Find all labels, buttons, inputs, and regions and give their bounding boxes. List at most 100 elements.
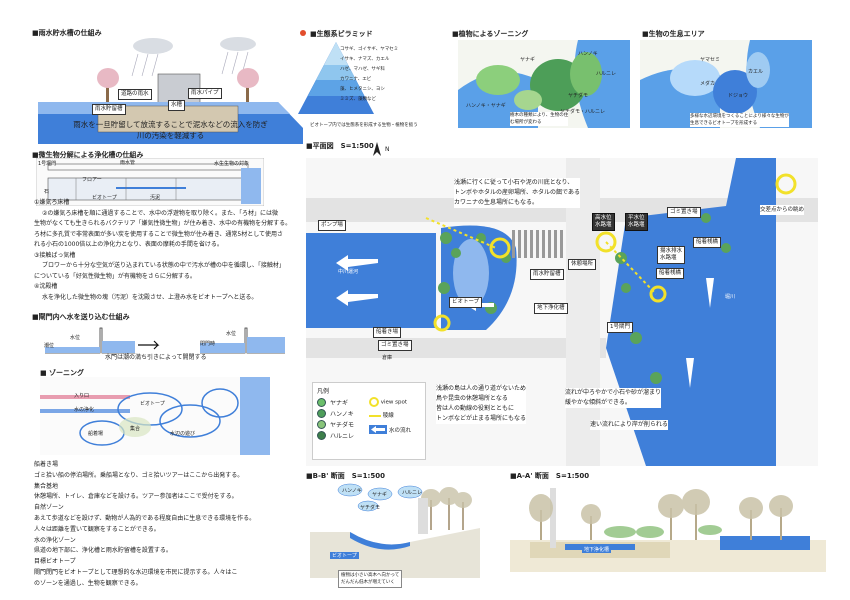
- plan-label-logate: 平水位 水路堰: [625, 213, 648, 231]
- callout-stream: 流れが中ろやかで小石や砂が溜まり 緩やかな傾斜ができる。: [565, 388, 662, 408]
- aa-label-underground: 地下浄化槽: [582, 546, 612, 553]
- tree-icon: [317, 398, 326, 407]
- zone-label-play: 水辺の遊び: [170, 431, 196, 437]
- gate-title: ■閘門内へ水を送り込む仕組み: [32, 313, 130, 321]
- plan-label-pier3: 船着桟橋: [656, 268, 685, 279]
- plan-map: [306, 158, 818, 466]
- callout-fast: 速い流れにより岸が削られる: [590, 420, 668, 430]
- tree-icon: [97, 68, 119, 106]
- habitat-label-medaka: メダカ: [700, 81, 716, 87]
- zoning-description: 船着き場 ゴミ拾い船の停泊場所。乗船場となり、ゴミ拾いツアーはここから出発する。…: [34, 461, 256, 587]
- micro-label-target: 水生生物の対象: [214, 161, 250, 167]
- micro-label-blower: フロアー: [82, 177, 102, 183]
- tree-icon: [317, 431, 326, 440]
- plan-title: ■平面図 S=1:500: [306, 142, 374, 150]
- legend-item: ハンノキ: [317, 408, 421, 419]
- habitat-label-yamasemi: ヤマセミ: [700, 57, 721, 63]
- callout-view: 交差点からの眺め: [760, 205, 805, 215]
- micro-label-pipe: 雨水管: [120, 160, 136, 166]
- zone-label-pier: 船着場: [88, 431, 104, 437]
- veg-label-yachidamo: ヤチダモ: [568, 93, 589, 99]
- plan-label-pump: ポンプ場: [318, 220, 346, 231]
- rain-cloud-icon: [133, 37, 256, 54]
- habitat-caption: 多様な水辺環境をつくることにより様々な生物が 生息できるビオトープを形成する: [690, 113, 789, 127]
- micro-illustration: [36, 158, 264, 206]
- zoning-title: ■ ゾーニング: [40, 369, 85, 377]
- plan-legend: 凡例 ヤナギ ハンノキ ヤチダモ ハルニレ view spot 稜線 水の流れ: [312, 382, 426, 460]
- tree-icon: [237, 68, 259, 106]
- zone-label-entrance: 入り口: [74, 393, 90, 399]
- zone-label-purify: 水の浄化: [74, 407, 95, 413]
- veg-label-hannoki: ハンノキ: [578, 51, 598, 57]
- plan-label-nakagawa: 中川運河: [338, 269, 359, 275]
- plan-label-raintank: 雨水貯留槽: [530, 269, 564, 280]
- gate-illustration: [40, 323, 290, 361]
- legend-item: ヤナギ: [317, 397, 421, 408]
- section-aa-title: ■A-A' 断面 S=1:500: [510, 472, 590, 480]
- tree-icon: [317, 409, 326, 418]
- plan-label-flush: 揚水排水 水路堰: [657, 246, 686, 264]
- rain-tank-title: ■雨水貯水槽の仕組み: [32, 29, 102, 37]
- micro-label-biotope: ビオトープ: [92, 195, 117, 201]
- pyramid-title: ■生態系ピラミッド: [310, 30, 373, 38]
- rain-label-tank: 雨水貯留槽: [92, 104, 126, 115]
- bb-caption: 植物は小さい高木へ向かって だんだん低木が増えていく: [338, 570, 403, 588]
- rain-label-water: 水槽: [168, 100, 186, 111]
- plan-label-pier: 船着き場: [373, 327, 402, 338]
- rain-label-road: 道路の雨水: [118, 89, 152, 100]
- gate-label-closed: 閉門時: [200, 341, 216, 347]
- bb-label-yanagi: ヤナギ: [372, 492, 388, 498]
- pyramid-rows: コサギ、ゴイサギ、ヤマセミ イサキ、ナマズ、カエル ハゼ、マハゼ、サギ科 カワニ…: [340, 47, 399, 102]
- veg-label-harunire: ハルニレ: [596, 71, 617, 77]
- flow-arrow-icon: [369, 425, 387, 434]
- legend-item: ヤチダモ: [317, 419, 421, 430]
- dashed-line-icon: [369, 414, 381, 417]
- bb-label-biotope: ビオトープ: [330, 552, 359, 559]
- view-spot-icon: [369, 397, 379, 407]
- bb-label-hannoki: ハンノキ: [342, 488, 362, 494]
- legend-path: 稜線: [369, 411, 394, 419]
- plan-label-garbage2: ゴミ置き場: [667, 207, 701, 218]
- north-arrow-icon: [370, 140, 384, 160]
- plan-label-biotope: ビオトープ: [449, 297, 483, 308]
- legend-viewspot: view spot: [369, 397, 407, 407]
- habitat-label-kaeru: カエル: [748, 69, 764, 75]
- gate-caption: 水門は潮の満ち引きによって開閉する: [105, 354, 207, 361]
- plan-label-underground: 地下浄化槽: [534, 303, 568, 314]
- gate-label-level: 水位: [70, 335, 81, 341]
- micro-label-gate: 1号堰門: [38, 161, 57, 167]
- sun-icon: [298, 28, 308, 38]
- zone-label-biotope: ビオトープ: [140, 401, 165, 407]
- section-aa-graphic: [510, 480, 826, 572]
- micro-title: ■微生物分解による浄化槽の仕組み: [32, 151, 144, 159]
- plan-label-warehouse: 倉庫: [382, 355, 393, 361]
- legend-flow: 水の流れ: [369, 425, 411, 434]
- tree-icon: [317, 420, 326, 429]
- zoning-illustration: [40, 377, 270, 455]
- bb-label-harunire: ハルニレ: [402, 490, 423, 496]
- gate-label-tide: 潮位: [44, 343, 55, 349]
- pyramid-note: ビオトープ内では生態系を形成する生物・植物を扱う: [310, 123, 418, 128]
- section-bb-graphic: [310, 480, 480, 578]
- veg-title: ■植物によるゾーニング: [452, 30, 529, 38]
- arrow-right-icon: [138, 340, 160, 350]
- north-label: N: [385, 146, 390, 153]
- legend-item: ハルニレ: [317, 430, 421, 441]
- callout-shallow: 浅瀬に行くに従って小石や泥の川底となり、 トンボやホタルの産卵場所、ホタルの餌で…: [454, 178, 580, 208]
- veg-label-mix2: ヤチダモ・ハルニレ: [560, 109, 606, 115]
- habitat-map: [640, 40, 812, 128]
- micro-label-sludge: 汚泥: [150, 195, 161, 201]
- plan-label-pier2: 船着桟橋: [693, 237, 722, 248]
- micro-label-stone: 石: [44, 189, 50, 195]
- rain-label-pipe: 雨水パイプ: [188, 88, 222, 99]
- veg-label-yanagi: ヤナギ: [520, 57, 536, 63]
- plan-label-garbage: ゴミ置き場: [378, 340, 412, 351]
- veg-label-mix1: ハンノキ・ヤナギ: [466, 103, 506, 109]
- callout-island: 浅瀬の島は人の通り道がないため 鳥や昆虫の休憩場所となる 皆は人の動線の役割とと…: [436, 384, 527, 424]
- plan-label-rest: 休憩場所: [568, 259, 597, 270]
- gate-label-level2: 水位: [226, 331, 237, 337]
- plan-label-horikawa: 堀川: [725, 294, 736, 300]
- pyramid-graphic: [296, 40, 376, 116]
- rain-caption: 雨水を一旦貯留して放流することで泥水などの流入を防ぎ 川の汚染を軽減する: [73, 120, 268, 140]
- section-bb-title: ■B-B' 断面 S=1:500: [306, 472, 385, 480]
